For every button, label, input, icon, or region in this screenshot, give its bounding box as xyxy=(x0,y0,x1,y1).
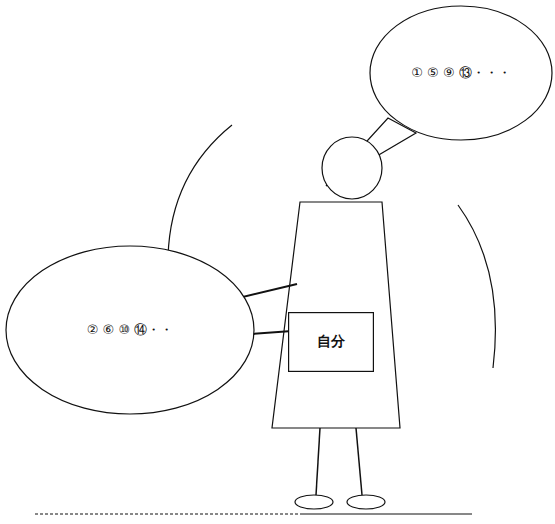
body-shape xyxy=(272,202,400,428)
leader-line xyxy=(252,331,292,334)
bubble-text: ① ⑤ ⑨ ⑬・・・ xyxy=(411,64,510,82)
motion-arc xyxy=(168,125,232,258)
bubble-text: 自分 xyxy=(317,333,345,351)
bubble-text: ② ⑥ ⑩ ⑭・・ xyxy=(87,321,173,339)
motion-arc xyxy=(458,205,495,368)
ground-line xyxy=(300,514,472,515)
leg-line xyxy=(356,428,362,495)
ground-line xyxy=(35,514,300,515)
speech-bubble: ② ⑥ ⑩ ⑭・・ xyxy=(5,245,255,415)
leg-line xyxy=(316,428,320,495)
speech-bubble: ① ⑤ ⑨ ⑬・・・ xyxy=(369,5,553,141)
name-box: 自分 xyxy=(288,312,374,372)
head-circle xyxy=(322,137,382,199)
foot xyxy=(295,495,333,509)
foot xyxy=(347,495,385,509)
